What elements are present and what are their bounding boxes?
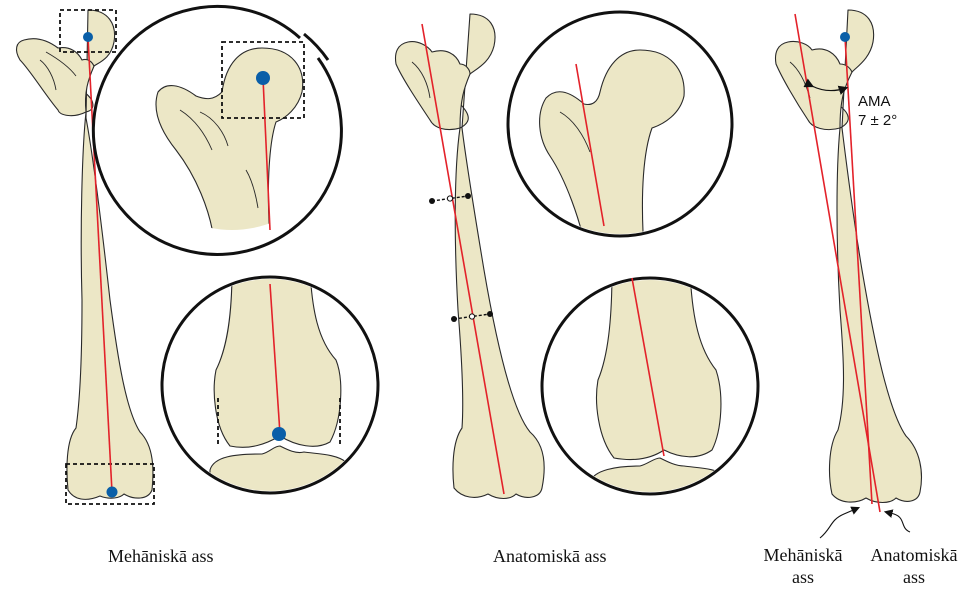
caption-anatomical-axis: Anatomiskā ass <box>493 546 606 567</box>
ama-name: AMA <box>858 92 897 111</box>
ama-label: AMA 7 ± 2° <box>858 92 897 130</box>
femur-trochanter-mechanical <box>17 39 94 116</box>
zoom-circle-hip-anatomical <box>508 12 732 250</box>
callout-arrow-anatomical <box>886 512 910 532</box>
zoom-circle-hip-mechanical <box>93 6 341 254</box>
zoom-circle-knee-mechanical <box>162 270 378 500</box>
caption-mechanical-axis: Mehāniskā ass <box>108 546 213 567</box>
ama-value: 7 ± 2° <box>858 111 897 130</box>
panel-combined <box>776 10 922 538</box>
callout-anatomical-label: Anatomiskā ass <box>862 544 966 588</box>
panel-mechanical <box>17 6 378 504</box>
callout-mechanical-line1: Mehāniskā <box>760 544 846 566</box>
knee-center-dot <box>107 487 118 498</box>
femoral-head-center-dot <box>83 32 93 42</box>
callout-arrow-mechanical <box>820 508 858 538</box>
callout-mechanical-label: Mehāniskā ass <box>760 544 846 588</box>
callout-anatomical-line2: ass <box>862 566 966 588</box>
zoom-circle-knee-anatomical <box>542 270 758 510</box>
callout-mechanical-line2: ass <box>760 566 846 588</box>
callout-anatomical-line1: Anatomiskā <box>862 544 966 566</box>
panel-anatomical <box>396 12 759 510</box>
